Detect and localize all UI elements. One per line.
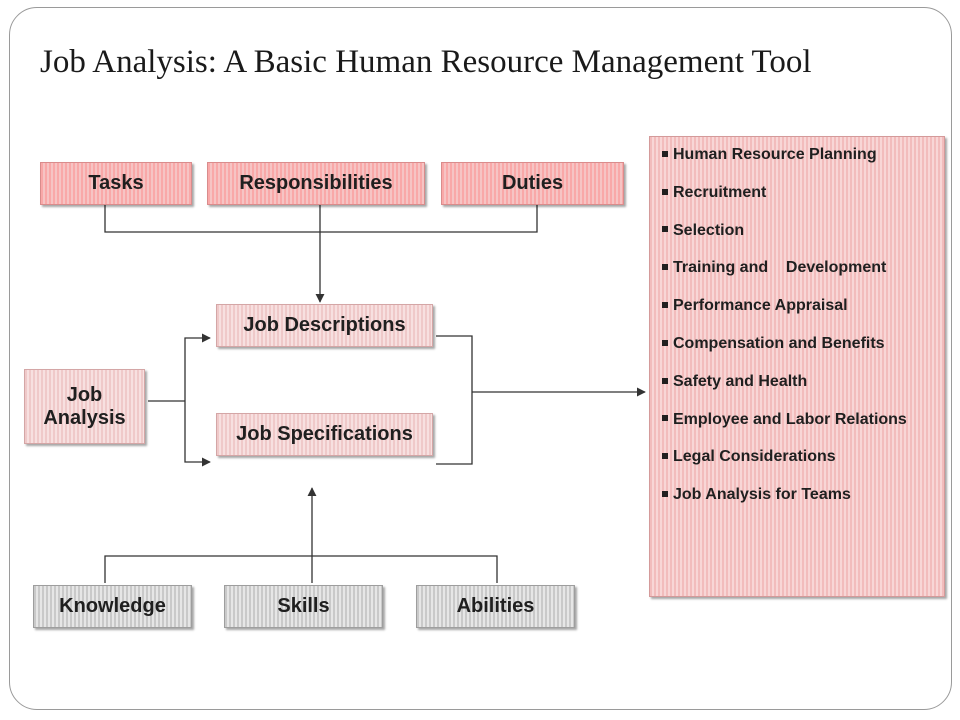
square-bullet-icon xyxy=(662,490,668,497)
skills-box: Skills xyxy=(224,585,383,628)
hr-function-item: Human Resource Planning xyxy=(660,145,938,166)
page-title: Job Analysis: A Basic Human Resource Man… xyxy=(40,44,812,80)
job-analysis-to-specifications-arrow xyxy=(184,401,211,467)
hr-function-item: Training and Development xyxy=(660,258,938,279)
hr-function-item: Legal Considerations xyxy=(660,447,938,468)
outputs-merge-connector xyxy=(436,335,473,465)
square-bullet-icon xyxy=(662,226,668,233)
job-descriptions-box: Job Descriptions xyxy=(216,304,433,347)
square-bullet-icon xyxy=(662,339,668,346)
abilities-box: Abilities xyxy=(416,585,575,628)
hr-function-label: Selection xyxy=(673,221,745,239)
hr-function-item: Performance Appraisal xyxy=(660,296,938,317)
hr-function-label: Human Resource Planning xyxy=(673,146,877,163)
duties-box: Duties xyxy=(441,162,624,205)
top-row-connector xyxy=(104,205,538,233)
bottom-row-connector xyxy=(104,555,498,583)
tasks-box: Tasks xyxy=(40,162,192,205)
hr-function-label: Job Analysis for Teams xyxy=(673,486,851,504)
square-bullet-icon xyxy=(662,377,668,384)
hr-function-item: Recruitment xyxy=(660,183,938,204)
hr-function-label: Employee and Labor Relations xyxy=(673,410,907,428)
hr-function-label: Safety and Health xyxy=(673,372,808,390)
hr-function-label: Recruitment xyxy=(673,183,767,201)
hr-function-label: Legal Considerations xyxy=(673,448,836,466)
square-bullet-icon xyxy=(662,264,668,271)
hr-function-label: Compensation and Benefits xyxy=(673,334,885,352)
hr-function-item: Compensation and Benefits xyxy=(660,334,938,355)
square-bullet-icon xyxy=(662,188,668,195)
hr-function-item: Employee and Labor Relations xyxy=(660,410,938,431)
hr-function-item: Selection xyxy=(660,221,938,242)
hr-function-label: Training and Development xyxy=(673,259,887,277)
square-bullet-icon xyxy=(662,301,668,308)
square-bullet-icon xyxy=(662,150,668,157)
job-analysis-to-descriptions-arrow xyxy=(184,333,211,401)
responsibilities-box: Responsibilities xyxy=(207,162,425,205)
job-specifications-box: Job Specifications xyxy=(216,413,433,456)
job-analysis-box: Job Analysis xyxy=(24,369,145,444)
hr-function-item: Job Analysis for Teams xyxy=(660,485,938,506)
square-bullet-icon xyxy=(662,415,668,422)
hr-function-item: Safety and Health xyxy=(660,372,938,393)
hr-function-label: Performance Appraisal xyxy=(673,297,848,315)
square-bullet-icon xyxy=(662,453,668,460)
knowledge-box: Knowledge xyxy=(33,585,192,628)
